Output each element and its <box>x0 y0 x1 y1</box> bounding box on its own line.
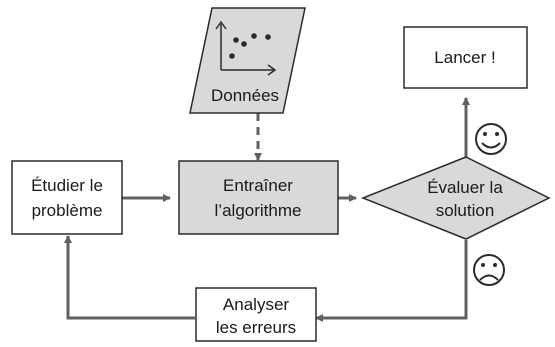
sad-face-icon <box>473 254 505 286</box>
happy-face-icon <box>475 123 507 155</box>
analyze-node: Analyser les erreurs <box>195 287 317 342</box>
launch-node-label: Lancer ! <box>434 48 495 67</box>
train-node-label-line2: l’algorithme <box>215 201 302 220</box>
arrow-analyze-to-study <box>64 235 195 320</box>
train-node: Entraîner l’algorithme <box>178 160 339 235</box>
evaluate-node-label-line2: solution <box>436 201 495 220</box>
scatter-plot-icon <box>215 20 277 76</box>
launch-node: Lancer ! <box>403 26 528 89</box>
train-node-label-line1: Entraîner <box>223 176 293 195</box>
analyze-node-label-line2: les erreurs <box>216 318 296 337</box>
study-node: Étudier le problème <box>11 160 123 235</box>
study-node-label-line2: problème <box>32 201 103 220</box>
study-node-label-line1: Étudier le <box>31 176 103 195</box>
arrow-evaluate-to-analyze <box>315 240 468 322</box>
analyze-node-label-line1: Analyser <box>223 295 289 314</box>
evaluate-node-label-line1: Évaluer la <box>427 178 503 197</box>
data-node-label: Données <box>211 86 279 105</box>
data-node: Données <box>189 7 306 114</box>
evaluate-node: Évaluer la solution <box>360 156 551 240</box>
